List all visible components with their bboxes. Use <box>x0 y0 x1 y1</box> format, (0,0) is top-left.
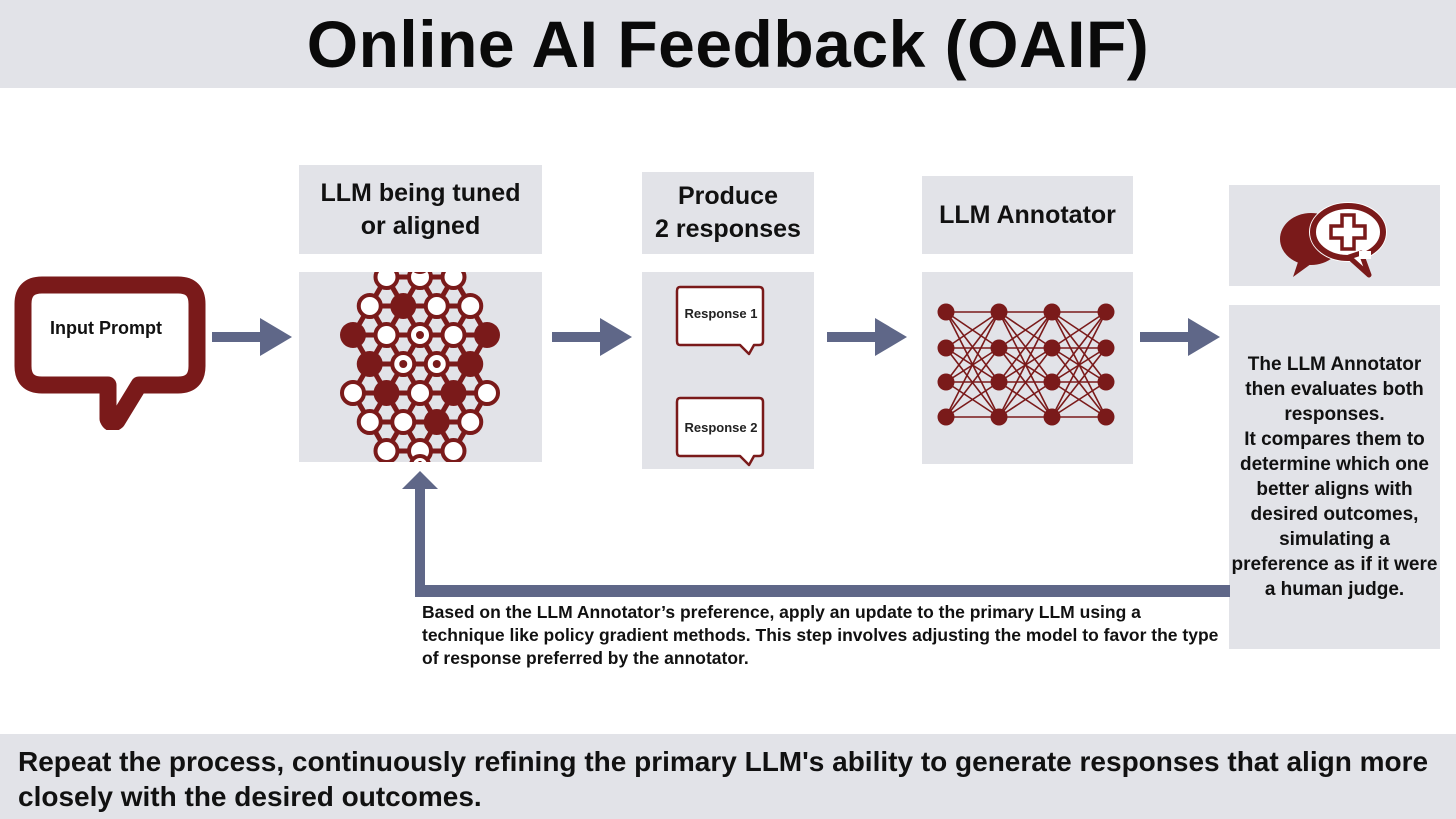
network-node <box>938 374 955 391</box>
network-node <box>459 295 481 317</box>
network-node <box>457 351 483 377</box>
footer-bar: Repeat the process, continuously refinin… <box>0 734 1456 819</box>
response-1-label: Response 1 <box>678 306 764 321</box>
network-node <box>938 304 955 321</box>
network-node <box>938 340 955 357</box>
network-node <box>376 324 398 346</box>
arrow-right-icon <box>1140 318 1222 356</box>
network-node <box>340 322 366 348</box>
judge-icon-box <box>1229 185 1440 286</box>
network-node <box>390 293 416 319</box>
response-2-label: Response 2 <box>678 420 764 435</box>
network-node <box>991 340 1008 357</box>
chat-bubbles-plus-icon <box>1277 201 1393 281</box>
network-node <box>1098 374 1115 391</box>
title-bar: Online AI Feedback (OAIF) <box>0 0 1456 88</box>
network-node <box>409 382 431 404</box>
network-node <box>392 411 414 433</box>
network-node <box>1098 409 1115 426</box>
network-node <box>359 295 381 317</box>
network-node <box>459 411 481 433</box>
llm-tuned-label: LLM being tuned or aligned <box>321 177 521 243</box>
network-node <box>409 272 431 288</box>
network-node <box>1044 340 1061 357</box>
produce-label: Produce 2 responses <box>655 180 801 246</box>
page-title: Online AI Feedback (OAIF) <box>307 6 1150 82</box>
response-bubble-icon <box>675 285 765 357</box>
network-node <box>1044 409 1061 426</box>
footer-text: Repeat the process, continuously refinin… <box>18 744 1438 814</box>
network-node <box>443 324 465 346</box>
responses-panel: Response 1 Response 2 <box>642 272 814 469</box>
arrow-right-icon <box>827 318 909 356</box>
network-node <box>474 322 500 348</box>
network-node <box>938 409 955 426</box>
network-node <box>443 272 465 288</box>
annotator-description: The LLM Annotator then evaluates both re… <box>1229 352 1440 602</box>
network-node <box>1044 374 1061 391</box>
neural-hexagon-icon <box>299 272 542 462</box>
annotator-label: LLM Annotator <box>939 199 1116 232</box>
network-node-core <box>399 360 407 368</box>
network-node <box>476 382 498 404</box>
network-node <box>426 295 448 317</box>
llm-tuned-panel <box>299 272 542 462</box>
network-node <box>342 382 364 404</box>
network-node <box>1044 304 1061 321</box>
network-node <box>1098 304 1115 321</box>
annotator-description-box: The LLM Annotator then evaluates both re… <box>1229 305 1440 649</box>
arrow-right-icon <box>212 318 294 356</box>
network-node <box>441 380 467 406</box>
network-node <box>424 409 450 435</box>
network-node <box>376 272 398 288</box>
annotator-label-box: LLM Annotator <box>922 176 1133 254</box>
speech-bubble-icon <box>14 276 206 430</box>
network-node-core <box>416 331 424 339</box>
arrow-right-icon <box>552 318 634 356</box>
network-node <box>443 440 465 462</box>
neural-network-icon <box>922 272 1133 464</box>
network-node <box>991 409 1008 426</box>
network-node <box>991 374 1008 391</box>
annotator-panel <box>922 272 1133 464</box>
produce-label-box: Produce 2 responses <box>642 172 814 254</box>
llm-tuned-label-box: LLM being tuned or aligned <box>299 165 542 254</box>
network-node <box>357 351 383 377</box>
network-node <box>359 411 381 433</box>
network-node <box>1098 340 1115 357</box>
feedback-arrow-icon <box>400 465 1232 600</box>
network-node-core <box>433 360 441 368</box>
network-node <box>991 304 1008 321</box>
input-prompt-label: Input Prompt <box>30 318 182 339</box>
network-node <box>374 380 400 406</box>
network-node <box>376 440 398 462</box>
feedback-text: Based on the LLM Annotator’s preference,… <box>422 601 1222 670</box>
